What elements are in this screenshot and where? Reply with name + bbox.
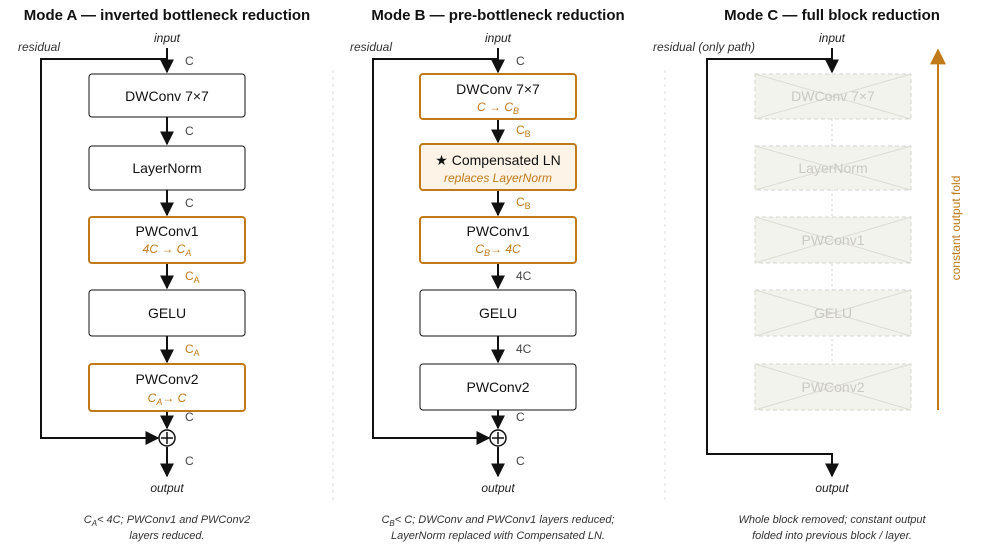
- mode-c-residual-label: residual (only path): [653, 40, 755, 54]
- mode-a-block-pwconv1-label: PWConv1: [135, 223, 198, 239]
- mode-c-ghost-block-dwconv-label: DWConv 7×7: [791, 88, 875, 104]
- mode-b-channel-5: C: [516, 410, 525, 424]
- mode-a-channel-3: CA: [185, 269, 200, 285]
- mode-a-title: Mode A — inverted bottleneck reduction: [24, 7, 310, 24]
- mode-a-block-layernorm-label: LayerNorm: [132, 160, 201, 176]
- mode-c-ghost-block-layernorm-label: LayerNorm: [798, 160, 867, 176]
- mode-b-block-compensated-ln-label: ★ Compensated LN: [435, 152, 560, 168]
- mode-a-residual-path: [40, 58, 167, 445]
- mode-b-residual-path: [372, 58, 498, 445]
- mode-a-channel-0: C: [185, 54, 194, 68]
- mode-b-block-pwconv1: [419, 216, 577, 264]
- mode-a-channel-4: CA: [185, 342, 200, 358]
- mode-c-ghost-block-gelu: GELU: [754, 289, 912, 337]
- mode-b-block-gelu: [419, 289, 577, 337]
- mode-c-title: Mode C — full block reduction: [724, 7, 940, 24]
- mode-b-panel: Mode B — pre-bottleneck reduction input …: [350, 7, 625, 542]
- mode-c-panel: Mode C — full block reduction input resi…: [653, 7, 963, 542]
- mode-b-block-pwconv1-label: PWConv1: [466, 223, 529, 239]
- mode-a-channel-6: C: [185, 454, 194, 468]
- mode-b-output-label: output: [481, 481, 515, 495]
- mode-c-output-label: output: [815, 481, 849, 495]
- mode-b-block-dwconv-sub: C → CB: [477, 100, 519, 116]
- mode-c-ghost-block-gelu-label: GELU: [814, 305, 852, 321]
- mode-b-channel-0: C: [516, 54, 525, 68]
- mode-a-caption-line1: CA< 4C; PWConv1 and PWConv2: [84, 514, 250, 528]
- mode-b-block-pwconv2: [419, 363, 577, 411]
- mode-c-ghost-block-pwconv1: PWConv1: [754, 216, 912, 264]
- mode-a-block-dwconv-label: DWConv 7×7: [125, 88, 209, 104]
- mode-a-block-pwconv1-sub: 4C → CA: [143, 242, 192, 258]
- mode-b-block-compensated-ln: [419, 143, 577, 191]
- mode-a-block-gelu: [88, 289, 246, 337]
- mode-a-input-label: input: [154, 31, 181, 45]
- mode-a-residual-label: residual: [18, 40, 60, 54]
- mode-a-block-pwconv2-label: PWConv2: [135, 371, 198, 387]
- mode-a-output-label: output: [150, 481, 184, 495]
- mode-c-caption-line2: folded into previous block / layer.: [752, 530, 912, 542]
- mode-b-block-dwconv-label: DWConv 7×7: [456, 81, 540, 97]
- mode-b-caption-line2: LayerNorm replaced with Compensated LN.: [391, 530, 605, 542]
- mode-a-channel-5: C: [185, 410, 194, 424]
- mode-b-block-pwconv1-sub: CB→ 4C: [475, 242, 521, 258]
- mode-b-block-dwconv: [419, 73, 577, 120]
- mode-b-title: Mode B — pre-bottleneck reduction: [371, 7, 624, 24]
- mode-b-caption-line1: CB< C; DWConv and PWConv1 layers reduced…: [381, 514, 614, 528]
- mode-b-block-pwconv2-label: PWConv2: [466, 379, 529, 395]
- mode-c-fold-label: constant output fold: [949, 176, 963, 281]
- mode-b-channel-3: 4C: [516, 269, 532, 283]
- mode-a-block-pwconv2-sub: CA→ C: [148, 391, 187, 407]
- mode-a-panel: Mode A — inverted bottleneck reduction i…: [18, 7, 310, 542]
- mode-a-caption-line2: layers reduced.: [129, 530, 204, 542]
- mode-a-block-pwconv2: [88, 363, 246, 412]
- mode-a-block-pwconv1: [88, 216, 246, 264]
- mode-b-channel-2: CB: [516, 195, 531, 211]
- mode-c-input-label: input: [819, 31, 846, 45]
- mode-b-channel-6: C: [516, 454, 525, 468]
- mode-b-block-compensated-ln-sub: replaces LayerNorm: [444, 171, 552, 185]
- mode-a-block-gelu-label: GELU: [148, 305, 186, 321]
- mode-c-ghost-block-dwconv: DWConv 7×7: [754, 73, 912, 120]
- mode-c-ghost-block-pwconv2-label: PWConv2: [801, 379, 864, 395]
- mode-a-channel-1: C: [185, 124, 194, 138]
- mode-b-input-label: input: [485, 31, 512, 45]
- mode-a-block-dwconv: [88, 73, 246, 118]
- mode-b-residual-label: residual: [350, 40, 392, 54]
- mode-b-channel-1: CB: [516, 123, 531, 139]
- mode-c-residual-path: [706, 58, 839, 478]
- mode-a-channel-2: C: [185, 196, 194, 210]
- mode-b-channel-4: 4C: [516, 342, 532, 356]
- mode-c-caption-line1: Whole block removed; constant output: [738, 514, 926, 526]
- mode-c-ghost-block-pwconv2: PWConv2: [754, 363, 912, 411]
- mode-c-ghost-block-pwconv1-label: PWConv1: [801, 232, 864, 248]
- mode-a-block-layernorm: [88, 145, 246, 191]
- mode-c-ghost-block-layernorm: LayerNorm: [754, 145, 912, 191]
- mode-b-block-gelu-label: GELU: [479, 305, 517, 321]
